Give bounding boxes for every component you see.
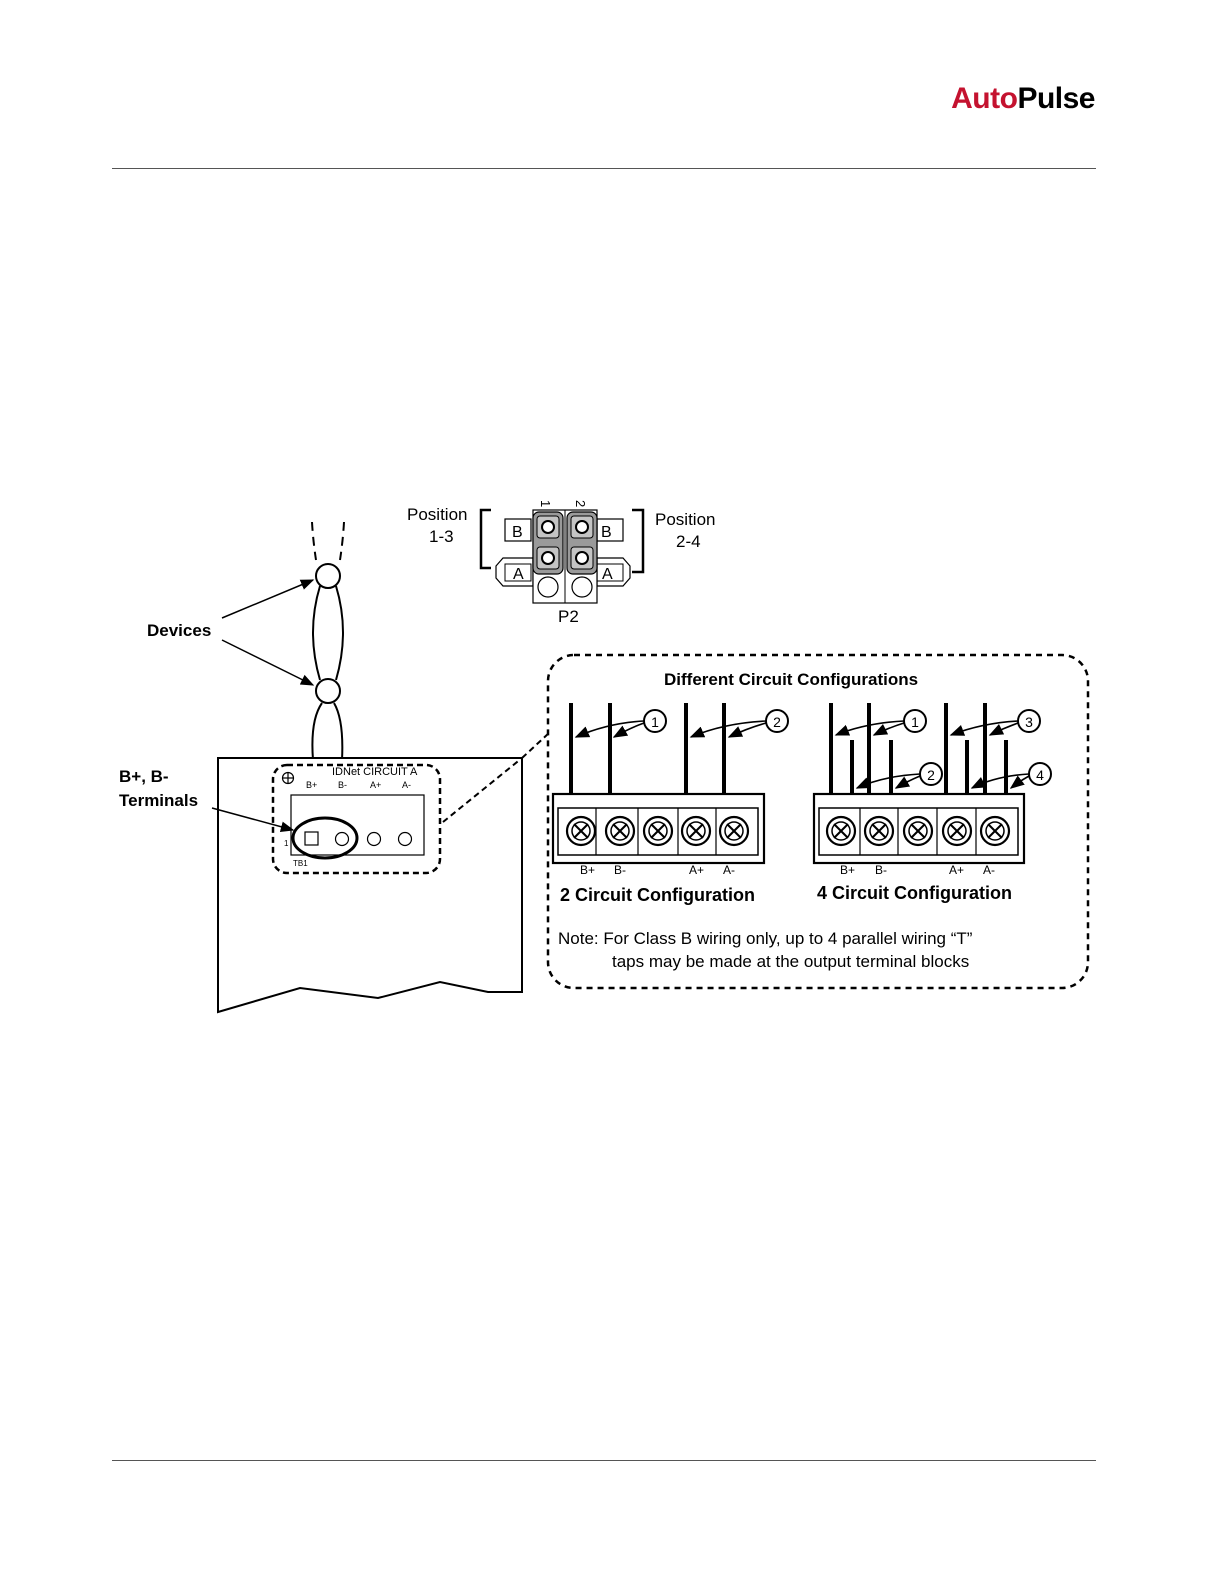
terminal-label-b-minus-four: B- <box>875 863 887 877</box>
terminals-highlight-ellipse <box>291 816 359 860</box>
terminal-label-a-plus-four: A+ <box>949 863 964 877</box>
footer-rule <box>112 1460 1096 1461</box>
jumper-b-left: B <box>512 524 523 541</box>
jumper-b-right: B <box>601 524 612 541</box>
position-left-line2: 1-3 <box>429 527 454 546</box>
panel-term-a-plus: A+ <box>370 780 381 790</box>
connector-label: P2 <box>558 607 579 626</box>
panel-term-b-plus: B+ <box>306 780 317 790</box>
device-circle <box>315 563 341 589</box>
autopulse-logo: AutoPulse <box>951 84 1095 114</box>
panel-title: IDNet CIRCUIT A <box>332 766 418 778</box>
panel-term-a-minus: A- <box>402 780 411 790</box>
terminal-label-a-minus: A- <box>723 863 735 877</box>
callout-1-four: 1 <box>911 714 919 730</box>
callout-4: 4 <box>1036 767 1044 783</box>
pin-1-label: 1 <box>538 500 553 507</box>
position-left-line1: Position <box>407 505 467 524</box>
configurations-title: Different Circuit Configurations <box>664 670 918 689</box>
panel-term-b-minus: B- <box>338 780 347 790</box>
jumper-a-left: A <box>513 566 524 583</box>
callout-2-four: 2 <box>927 767 935 783</box>
tb1-label: TB1 <box>293 859 308 868</box>
note-line2: taps may be made at the output terminal … <box>612 952 969 971</box>
header-rule <box>112 168 1096 169</box>
two-circuit-configuration: 1 2 B+ B- A+ A- 2 Circuit Configuration <box>551 703 789 905</box>
terminal-label-b-plus-four: B+ <box>840 863 855 877</box>
terminals-label-line2: Terminals <box>119 791 198 810</box>
terminals-label-line1: B+, B- <box>119 767 169 786</box>
callout-1: 1 <box>651 714 659 730</box>
position-right-line1: Position <box>655 510 715 529</box>
config2-title: 2 Circuit Configuration <box>560 885 755 905</box>
terminal-label-b-plus: B+ <box>580 863 595 877</box>
devices-label: Devices <box>147 621 211 640</box>
panel-zoom-outline <box>271 763 442 875</box>
panel-board <box>217 757 523 1014</box>
pin-2-label: 2 <box>573 500 588 507</box>
terminal-label-a-minus-four: A- <box>983 863 995 877</box>
jumper-p2: Position 1-3 Position 2-4 1 2 B B A A P2 <box>407 500 715 626</box>
config4-title: 4 Circuit Configuration <box>817 883 1012 903</box>
note-line1: Note: For Class B wiring only, up to 4 p… <box>558 929 973 948</box>
position-right-line2: 2-4 <box>676 532 701 551</box>
terminal-label-b-minus: B- <box>614 863 626 877</box>
logo-pulse: Pulse <box>1017 82 1095 115</box>
jumper-a-right: A <box>602 566 613 583</box>
svg-text:1: 1 <box>284 839 289 848</box>
logo-auto: Auto <box>951 82 1018 115</box>
four-circuit-configuration: 1 3 2 4 B+ B- A+ A- 4 Circuit Configurat… <box>812 703 1052 903</box>
callout-2: 2 <box>773 714 781 730</box>
configurations-box <box>546 653 1090 990</box>
device-circle <box>315 678 341 704</box>
callout-3: 3 <box>1025 714 1033 730</box>
terminal-label-a-plus: A+ <box>689 863 704 877</box>
